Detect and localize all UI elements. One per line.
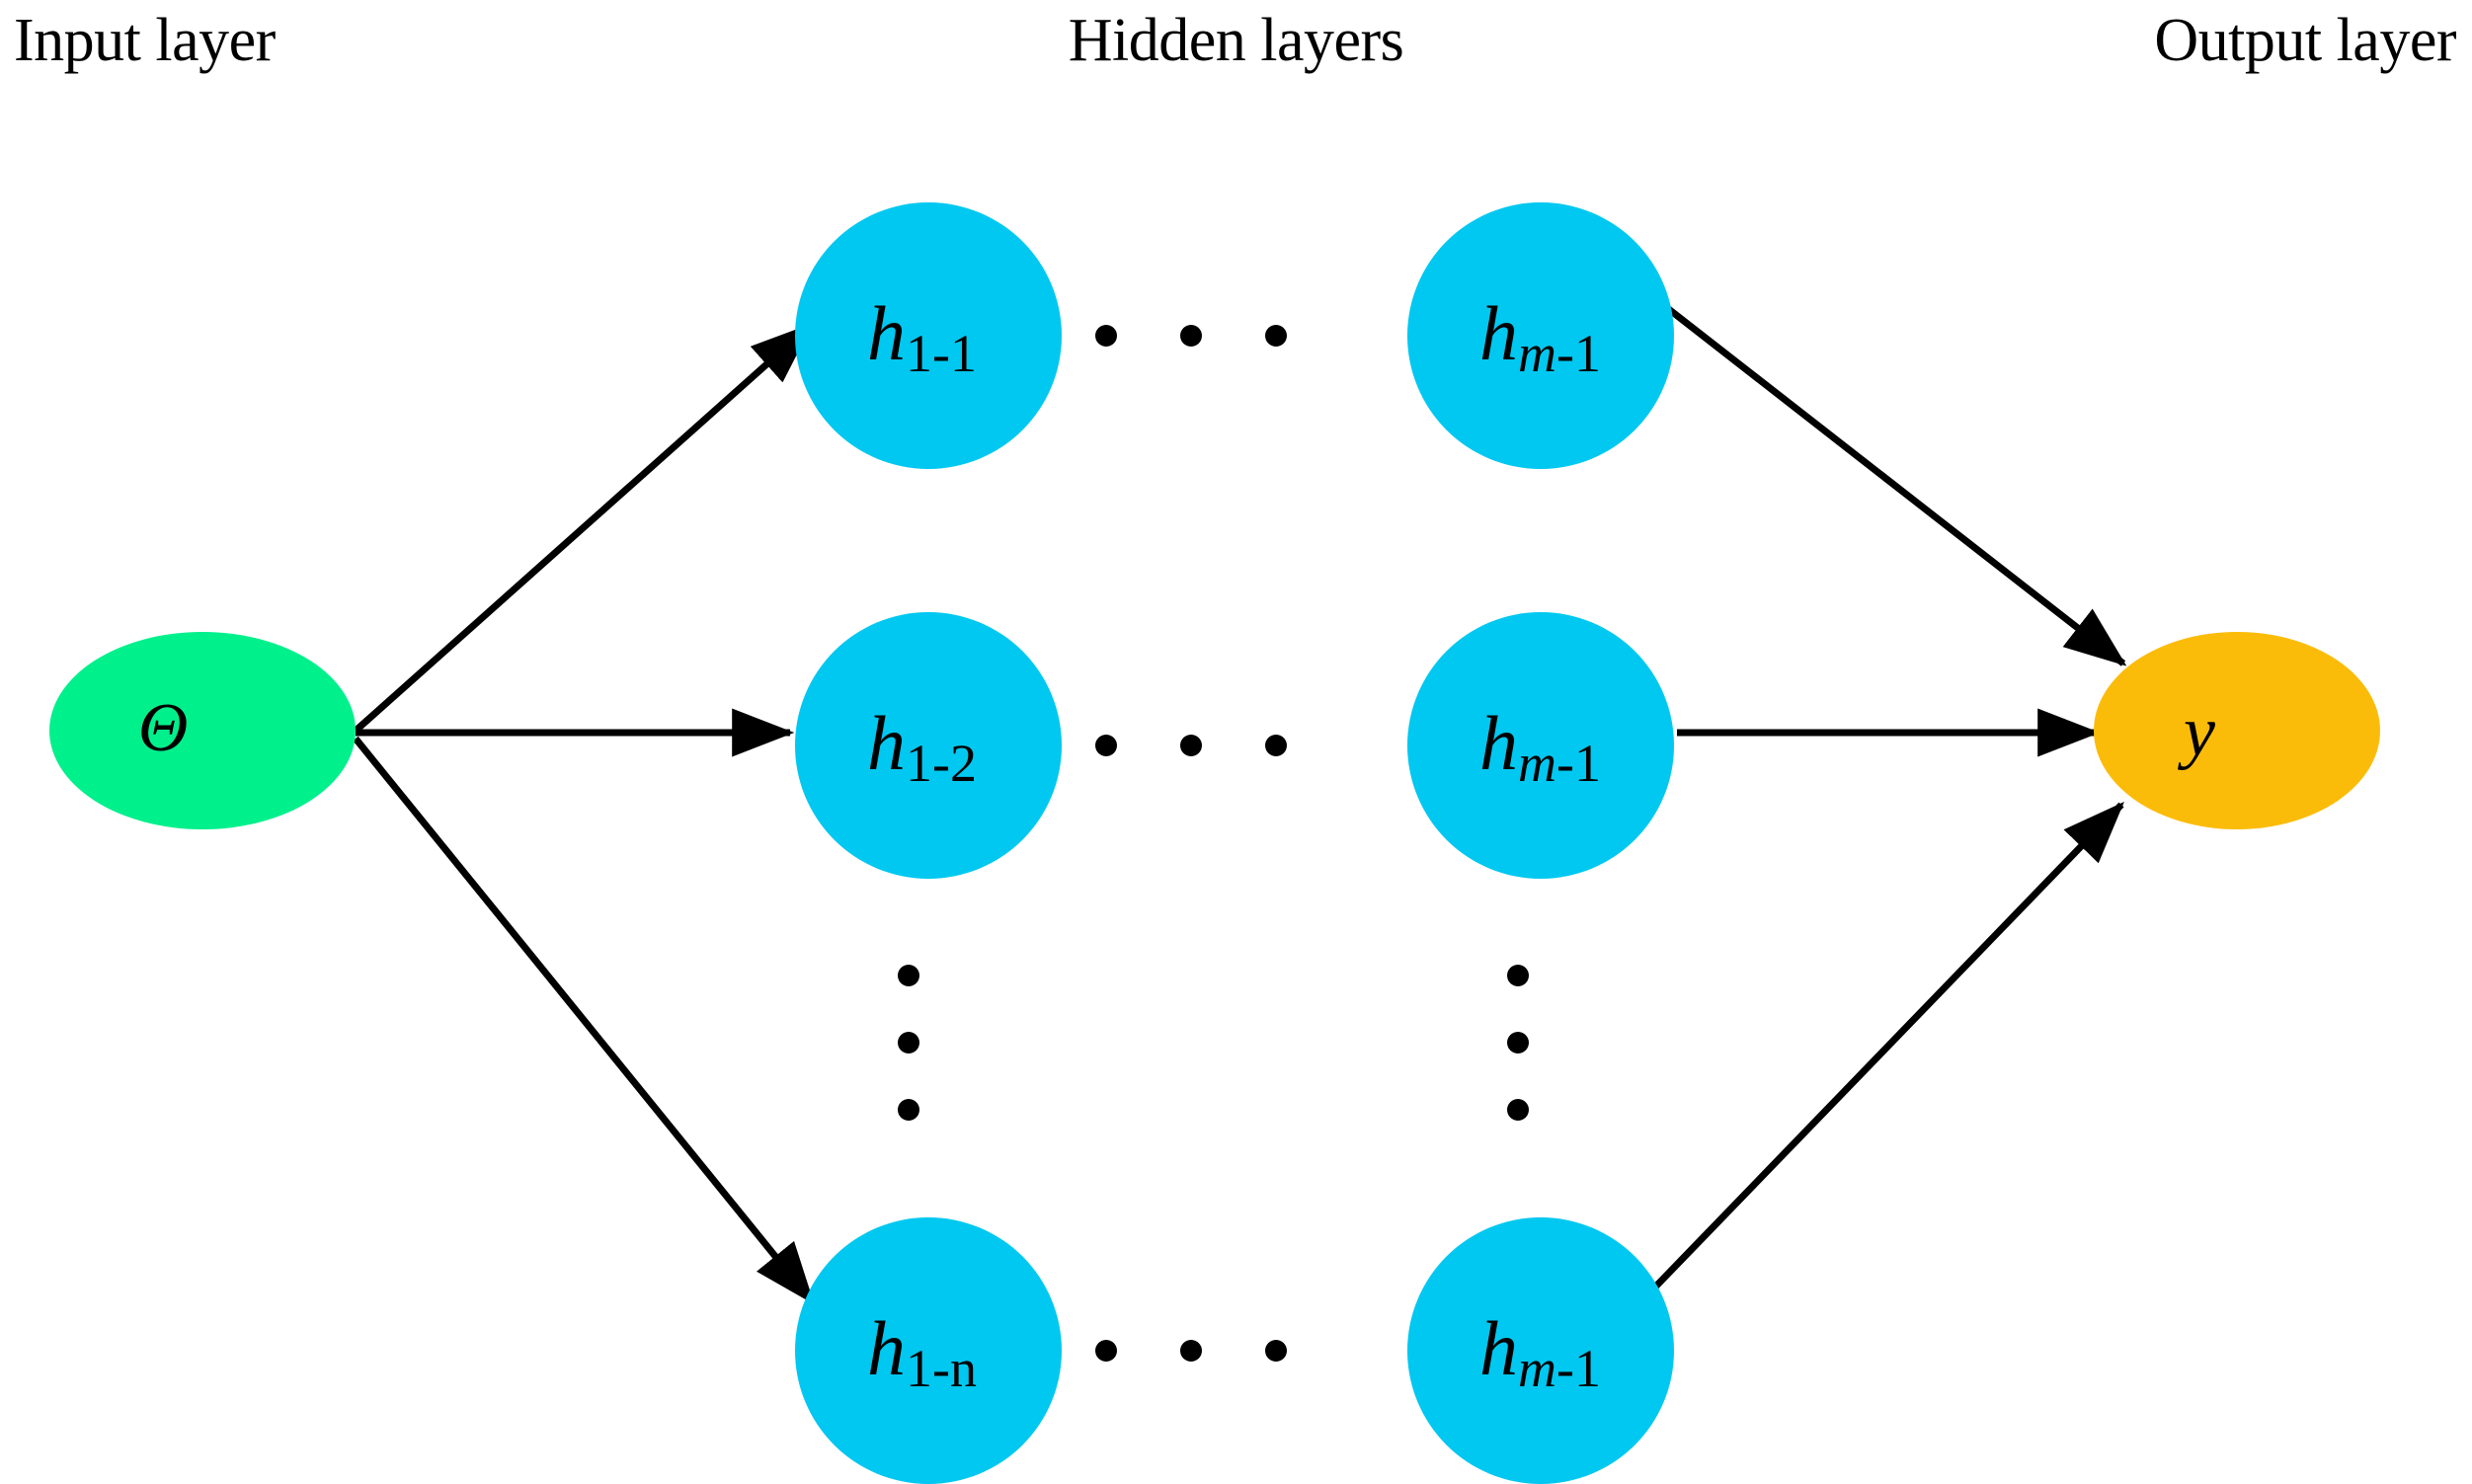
hidden-node-label: hm-1 <box>1479 700 1601 793</box>
hidden-node-label: h1-n <box>867 1305 977 1398</box>
ellipsis-dot-horizontal-bottom <box>1095 1340 1117 1362</box>
hidden-node-label: h1-2 <box>867 700 977 793</box>
ellipsis-dot-horizontal-top <box>1265 325 1287 347</box>
hidden-layers-label: Hidden layers <box>1068 7 1404 74</box>
input-node-label: Θ <box>138 690 189 766</box>
ellipsis-dot-vertical-right <box>1507 965 1529 986</box>
nodes-group <box>49 202 2380 1484</box>
edge-hm-1-bot-to-y <box>1636 801 2124 1306</box>
hidden-node-h1-n[interactable] <box>795 1217 1062 1484</box>
output-layer-label: Output layer <box>2154 7 2456 74</box>
ellipsis-dot-vertical-left <box>898 1032 919 1054</box>
edge-theta-to-h1-1 <box>353 323 814 734</box>
ellipsis-dot-horizontal-bottom <box>1265 1340 1287 1362</box>
ellipsis-dot-vertical-left <box>898 965 919 986</box>
hidden-node-h1-1[interactable] <box>795 202 1062 469</box>
hidden-node-label: hm-1 <box>1479 1305 1601 1398</box>
hidden-node-label: hm-1 <box>1479 290 1601 383</box>
ellipsis-dot-horizontal-middle <box>1180 735 1202 756</box>
node-labels-group: Θh1-1 h1-2 h1-n hm-1 hm-1 hm-1 y <box>138 290 2215 1398</box>
hidden-node-h1-2[interactable] <box>795 612 1062 879</box>
output-node-label: y <box>2177 692 2215 771</box>
ellipsis-dot-vertical-left <box>898 1099 919 1121</box>
edges-group <box>353 283 2127 1306</box>
hidden-node-hm-1-mid[interactable] <box>1407 612 1674 879</box>
ellipsis-dot-horizontal-middle <box>1265 735 1287 756</box>
hidden-node-label: h1-1 <box>867 290 977 383</box>
ellipsis-dot-horizontal-top <box>1180 325 1202 347</box>
ellipsis-dot-horizontal-top <box>1095 325 1117 347</box>
edge-theta-to-h1-n <box>353 736 815 1305</box>
output-node-y[interactable] <box>2094 632 2380 829</box>
ellipsis-dot-vertical-right <box>1507 1099 1529 1121</box>
ellipsis-group <box>898 325 1529 1362</box>
hidden-node-hm-1-top[interactable] <box>1407 202 1674 469</box>
ellipsis-dot-horizontal-middle <box>1095 735 1117 756</box>
edge-hm-1-top-to-y <box>1636 283 2127 666</box>
input-layer-label: Input layer <box>14 7 276 74</box>
input-node-theta[interactable] <box>49 632 356 829</box>
ellipsis-dot-horizontal-bottom <box>1180 1340 1202 1362</box>
ellipsis-dot-vertical-right <box>1507 1032 1529 1054</box>
hidden-node-hm-1-bot[interactable] <box>1407 1217 1674 1484</box>
